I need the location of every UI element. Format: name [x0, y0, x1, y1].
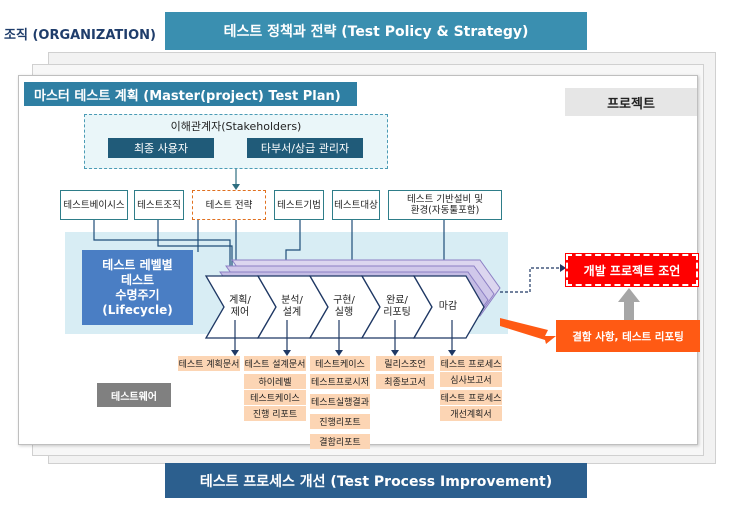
plan-item-test-organization: 테스트조직	[134, 190, 184, 220]
artifact-defect-report: 결함리포트	[310, 434, 370, 449]
phase-analysis-label: 분석/ 설계	[281, 295, 303, 318]
testware-label: 테스트웨어	[97, 383, 171, 407]
other-dept-box: 타부서/상급 관리자	[247, 138, 363, 158]
lifecycle-line-4: (Lifecycle)	[102, 302, 173, 317]
phase-close-label: 마감	[438, 301, 458, 312]
artifact-impl-progress-report: 진행리포트	[310, 414, 370, 429]
lifecycle-line-2: 테스트	[120, 272, 155, 287]
phase-implement-label: 구현/ 실행	[333, 295, 355, 318]
lifecycle-line-1: 테스트 레벨별	[102, 257, 173, 272]
artifact-plan-doc: 테스트 계획문서	[178, 356, 240, 371]
artifact-progress-report: 진행 리포트	[244, 406, 306, 421]
process-improvement-banner: 테스트 프로세스 개선 (Test Process Improvement)	[165, 463, 587, 498]
defect-reporting-box: 결함 사항, 테스트 리포팅	[556, 320, 700, 352]
plan-item-test-strategy: 테스트 전략	[192, 190, 266, 220]
artifact-test-procedure: 테스트프로시저	[310, 374, 370, 389]
end-user-box: 최종 사용자	[108, 138, 214, 158]
artifact-test-case: 테스트케이스	[244, 390, 306, 405]
artifact-execution-result: 테스트실행결과	[310, 394, 370, 409]
artifact-release-advice: 릴리스조언	[376, 356, 434, 371]
plan-item-test-basis: 테스트베이시스	[60, 190, 128, 220]
plan-item-test-environment: 테스트 기반설비 및 환경(자동툴포함)	[388, 190, 502, 220]
project-condition-box: 개발 프로젝트 조언	[565, 253, 699, 287]
artifact-audit-report: 심사보고서	[440, 372, 502, 387]
lifecycle-line-3: 수명주기	[115, 287, 160, 302]
artifact-process-1: 테스트 프로세스	[440, 356, 502, 371]
artifact-design-doc: 테스트 설계문서	[244, 356, 306, 371]
artifact-process-2: 테스트 프로세스	[440, 390, 502, 405]
stakeholders-title: 이해관계자(Stakeholders)	[170, 120, 302, 133]
artifact-high-level: 하이레벨	[244, 374, 306, 389]
policy-strategy-banner: 테스트 정책과 전략 (Test Policy & Strategy)	[165, 12, 587, 50]
artifact-improvement-plan: 개선계획서	[440, 406, 502, 421]
master-test-plan-banner: 마스터 테스트 계획 (Master(project) Test Plan)	[24, 82, 357, 106]
project-label: 프로젝트	[565, 88, 697, 116]
plan-item-test-target: 테스트대상	[332, 190, 380, 220]
organization-label: 조직 (ORGANIZATION)	[4, 28, 156, 43]
plan-item-test-technique: 테스트기법	[274, 190, 324, 220]
artifact-final-report: 최종보고서	[376, 374, 434, 389]
phase-report-label: 완료/ 리포팅	[383, 295, 411, 318]
phase-plan-label: 계획/ 제어	[229, 295, 251, 318]
lifecycle-title: 테스트 레벨별 테스트 수명주기 (Lifecycle)	[82, 250, 193, 325]
artifact-impl-test-case: 테스트케이스	[310, 356, 370, 371]
